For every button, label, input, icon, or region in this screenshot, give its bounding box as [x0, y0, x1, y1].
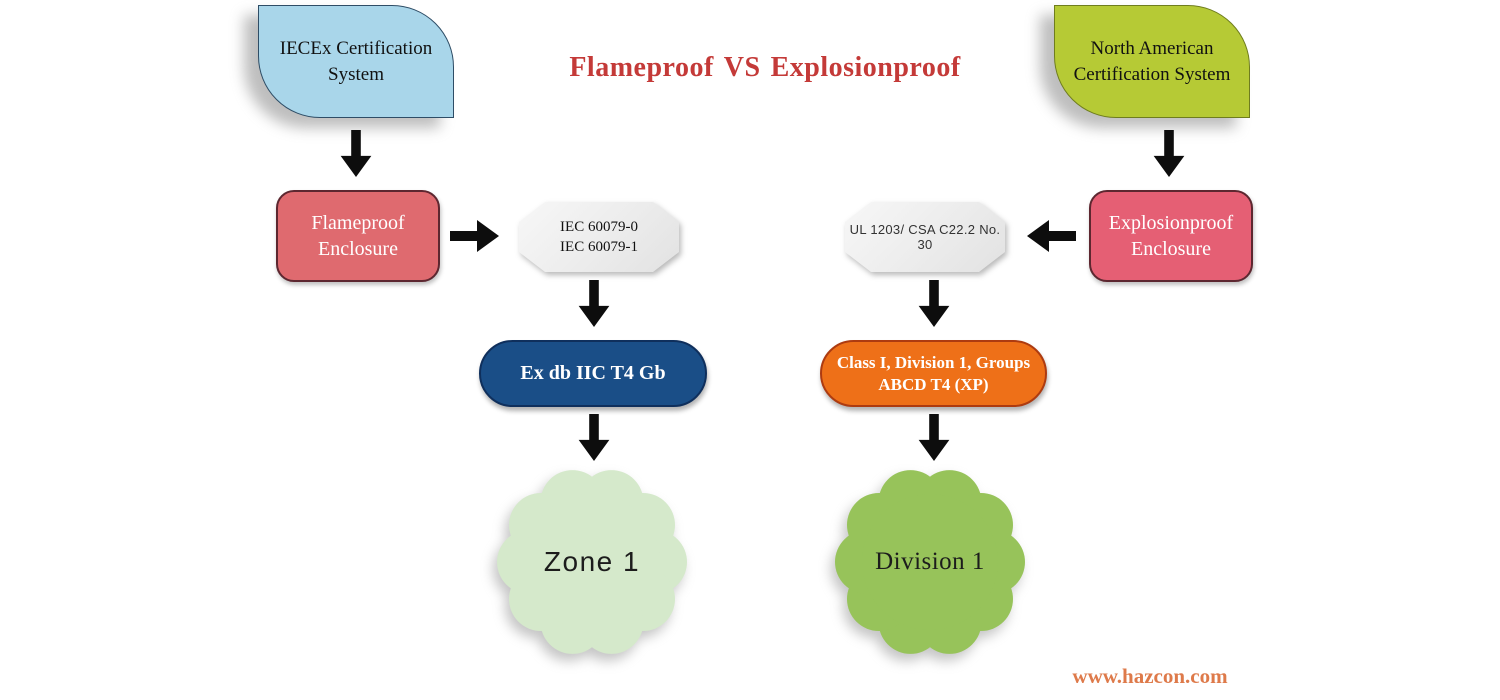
website-link[interactable]: www.hazcon.com [1072, 664, 1228, 688]
zone-1-label: Zone 1 [543, 546, 641, 577]
iecex-certification-system-node: IECEx Certification System [258, 5, 454, 118]
iec-standard-line1: IEC 60079-0 [560, 218, 638, 235]
class-division-marking-node: Class I, Division 1, Groups ABCD T4 (XP) [820, 340, 1047, 407]
title-vs: VS [723, 52, 761, 83]
arrow-down-icon [917, 280, 951, 328]
ul-csa-standards-node: UL 1203/ CSA C22.2 No. 30 [845, 202, 1005, 272]
flameproof-enclosure-label: Flameproof Enclosure [311, 212, 405, 260]
arrow-left-icon [1026, 219, 1076, 253]
page-title: Flameproof VS Explosionproof [520, 52, 1010, 84]
division-1-area-node: Division 1 [830, 462, 1030, 662]
title-right-term: Explosionproof [770, 52, 961, 83]
iec-standards-node: IEC 60079-0 IEC 60079-1 [519, 202, 679, 272]
arrow-down-icon [917, 414, 951, 462]
north-american-certification-system-label: North American Certification System [1073, 37, 1231, 85]
arrow-right-icon [450, 219, 500, 253]
ul-csa-standard-label: UL 1203/ CSA C22.2 No. 30 [849, 222, 1001, 252]
ex-marking-node: Ex db IIC T4 Gb [479, 340, 707, 407]
arrow-down-icon [339, 130, 373, 178]
title-left-term: Flameproof [569, 52, 714, 83]
division-1-label: Division 1 [875, 548, 985, 575]
iecex-certification-system-label: IECEx Certification System [279, 37, 433, 85]
ex-marking-label: Ex db IIC T4 Gb [520, 362, 666, 384]
north-american-certification-system-node: North American Certification System [1054, 5, 1250, 118]
arrow-down-icon [577, 414, 611, 462]
iec-standard-line2: IEC 60079-1 [560, 239, 638, 255]
arrow-down-icon [577, 280, 611, 328]
flameproof-enclosure-node: Flameproof Enclosure [276, 190, 440, 282]
zone-1-area-node: Zone 1 [492, 462, 692, 662]
class-division-marking-label: Class I, Division 1, Groups ABCD T4 (XP) [836, 353, 1031, 394]
arrow-down-icon [1152, 130, 1186, 178]
explosionproof-enclosure-label: Explosionproof Enclosure [1108, 212, 1234, 260]
explosionproof-enclosure-node: Explosionproof Enclosure [1089, 190, 1253, 282]
